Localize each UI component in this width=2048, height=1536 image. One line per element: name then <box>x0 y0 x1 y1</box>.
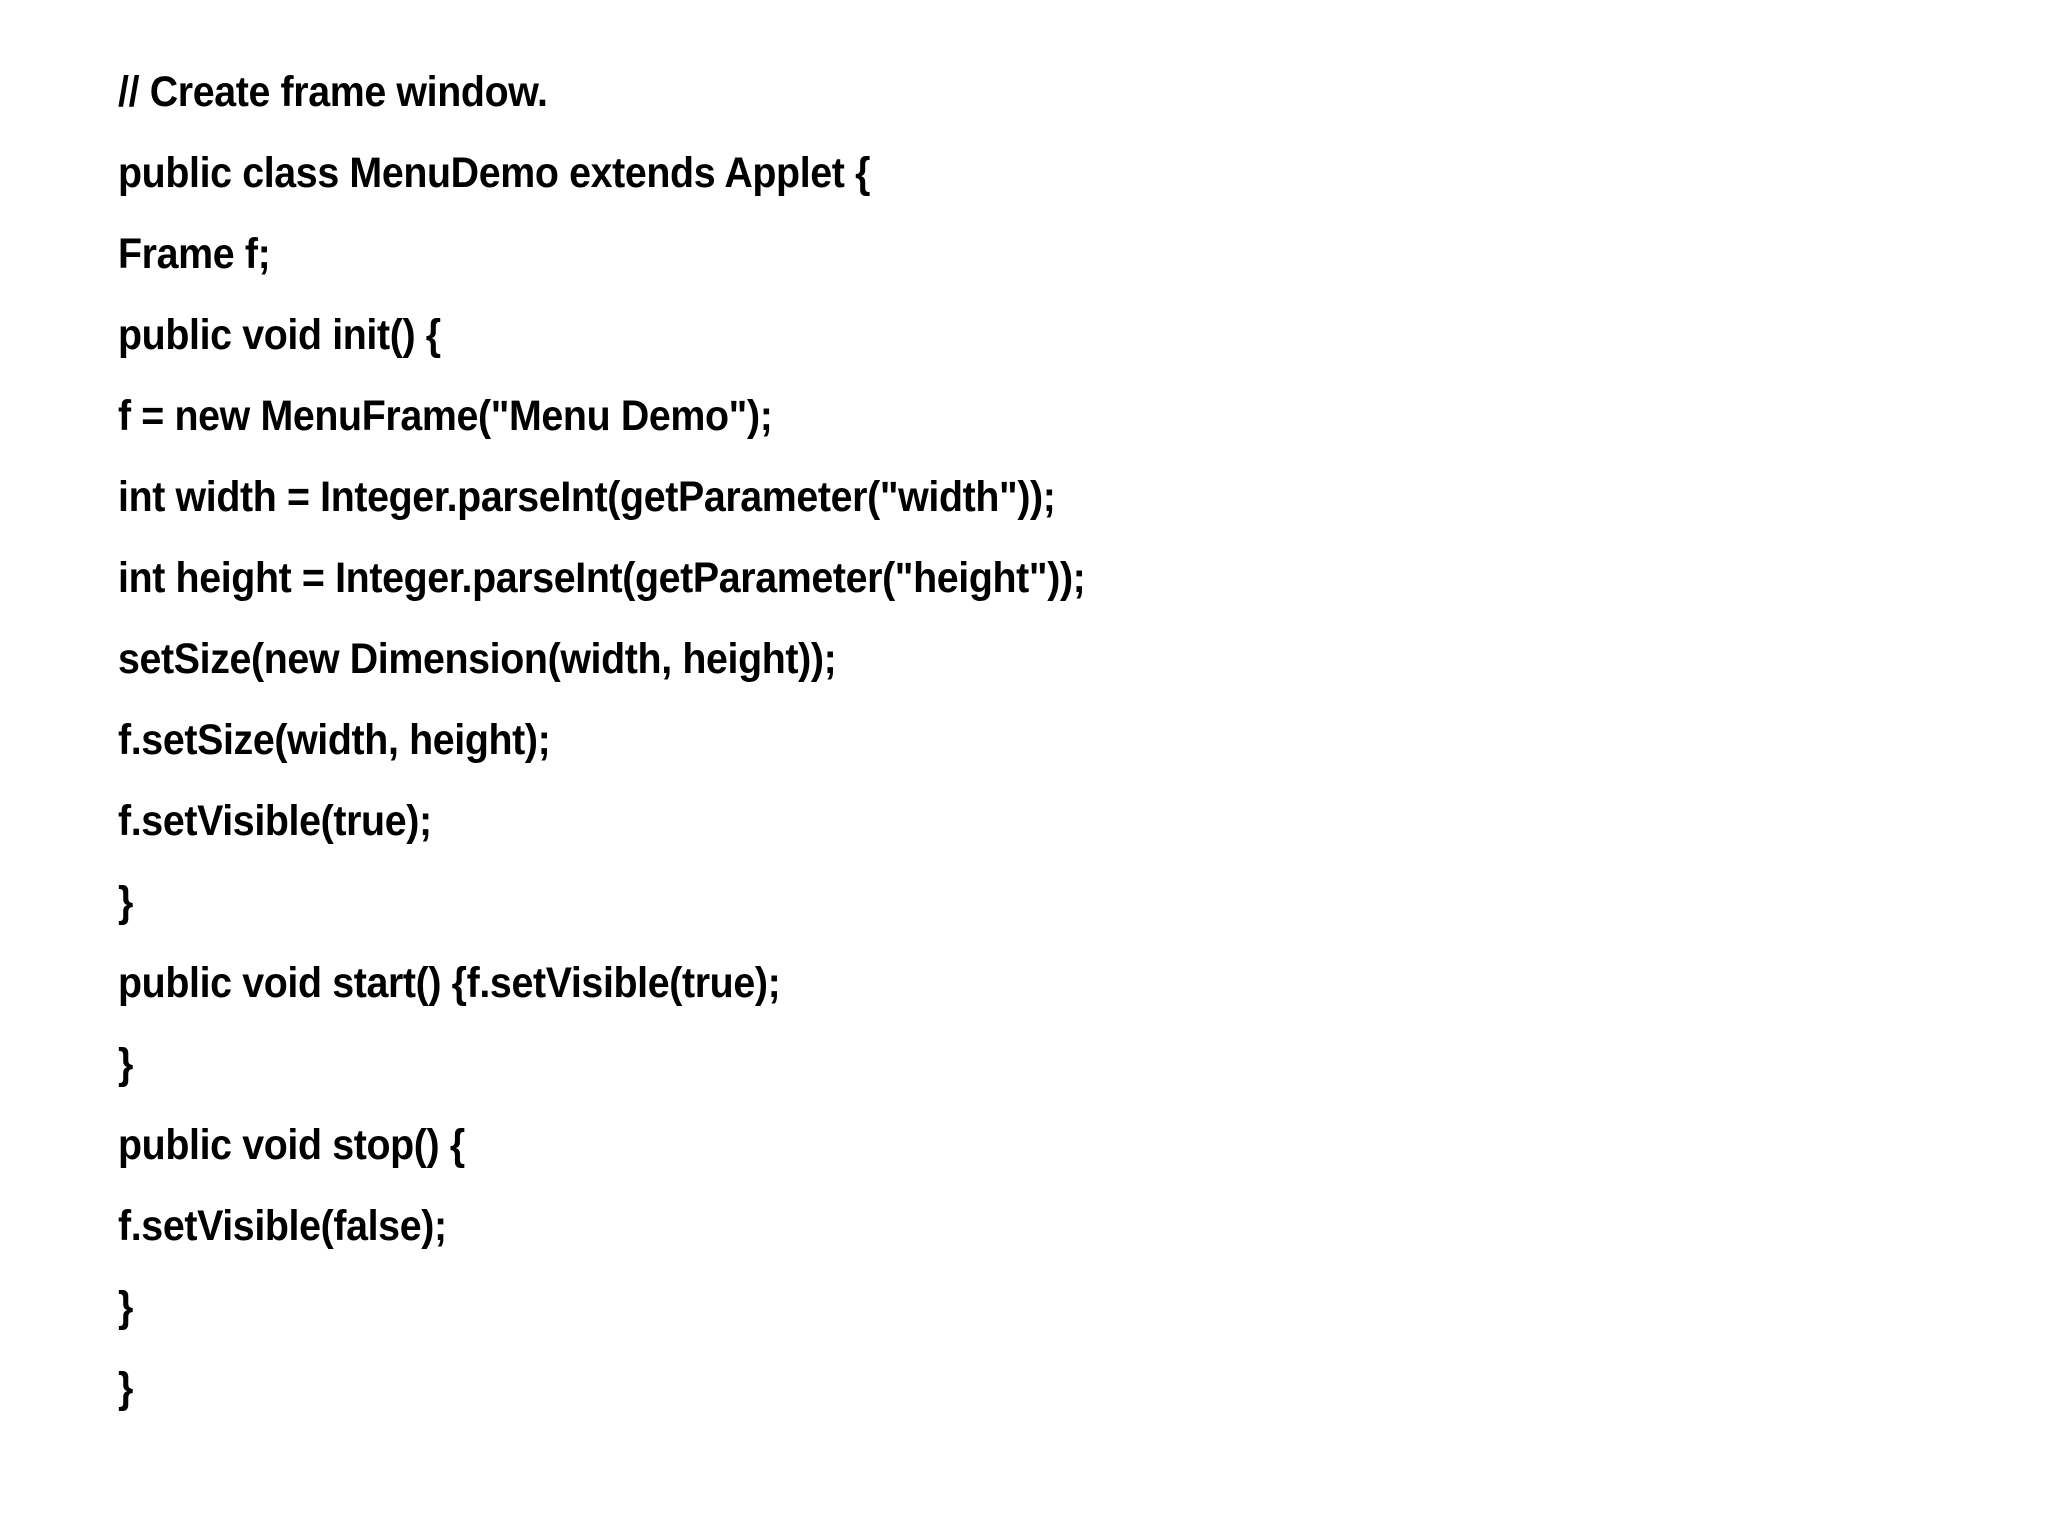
code-line: f.setVisible(false); <box>118 1202 447 1250</box>
code-line: f.setSize(width, height); <box>118 716 551 764</box>
code-line: } <box>118 878 133 926</box>
code-line: public void init() { <box>118 311 441 359</box>
code-line: f = new MenuFrame("Menu Demo"); <box>118 392 773 440</box>
code-block: // Create frame window. public class Men… <box>118 52 1968 1429</box>
code-line: Frame f; <box>118 230 271 278</box>
code-line: } <box>118 1283 133 1331</box>
code-line: public class MenuDemo extends Applet { <box>118 149 871 197</box>
code-line: public void start() {f.setVisible(true); <box>118 959 781 1007</box>
code-line: f.setVisible(true); <box>118 797 432 845</box>
code-line: // Create frame window. <box>118 68 548 116</box>
code-line: int height = Integer.parseInt(getParamet… <box>118 554 1086 602</box>
code-line: } <box>118 1040 133 1088</box>
code-line: public void stop() { <box>118 1121 465 1169</box>
code-line: int width = Integer.parseInt(getParamete… <box>118 473 1056 521</box>
code-line: } <box>118 1364 133 1412</box>
code-line: setSize(new Dimension(width, height)); <box>118 635 837 683</box>
